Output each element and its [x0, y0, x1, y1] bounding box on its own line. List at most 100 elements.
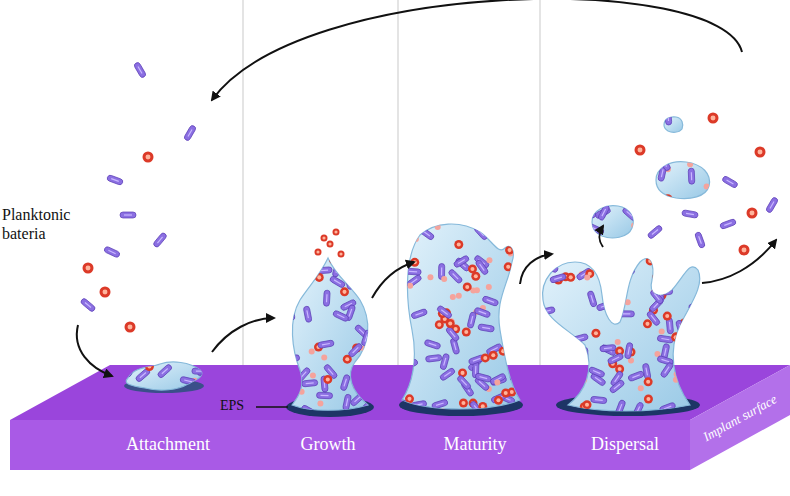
- coccus-bacterium: [315, 273, 324, 282]
- rod-bacterium: [541, 356, 558, 370]
- rod-bacterium: [350, 392, 366, 407]
- coccus-bacterium: [462, 327, 471, 336]
- matrix-dot: [291, 366, 297, 372]
- rod-bacterium: [293, 258, 305, 275]
- coccus-bacterium: [708, 113, 719, 124]
- coccus-bacterium: [644, 395, 653, 404]
- matrix-dot: [486, 257, 492, 263]
- rod-bacterium: [685, 310, 696, 327]
- matrix-dot: [435, 224, 441, 230]
- coccus-bacterium: [459, 398, 468, 407]
- matrix-dot: [631, 223, 637, 229]
- rod-bacterium: [436, 305, 452, 319]
- rod-bacterium: [582, 347, 588, 363]
- matrix-dot: [699, 298, 705, 304]
- rod-bacterium: [133, 62, 146, 79]
- coccus-bacterium: [315, 249, 322, 256]
- coccus-bacterium: [405, 394, 414, 403]
- rod-bacterium: [125, 360, 137, 377]
- matrix-dot: [581, 377, 587, 383]
- coccus-bacterium: [330, 256, 339, 265]
- matrix-dot: [638, 385, 644, 391]
- rod-bacterium: [646, 310, 661, 326]
- rod-bacterium: [473, 225, 488, 241]
- rod-bacterium: [694, 231, 705, 248]
- biofilm-matrix: [126, 362, 202, 390]
- biofilm-blobs: [125, 109, 712, 420]
- rod-bacterium: [552, 250, 569, 264]
- rod-bacterium: [301, 404, 318, 417]
- rod-bacterium: [694, 324, 708, 340]
- coccus-bacterium: [546, 396, 555, 405]
- matrix-dot: [440, 408, 446, 414]
- coccus-bacterium: [515, 289, 524, 298]
- rod-bacterium: [332, 260, 343, 277]
- matrix-dot: [364, 380, 370, 386]
- rod-bacterium: [400, 400, 408, 417]
- rod-bacterium: [628, 370, 645, 381]
- rod-bacterium: [642, 363, 651, 380]
- rod-bacterium: [478, 324, 495, 333]
- coccus-bacterium: [481, 353, 490, 362]
- embedded-cells: [657, 155, 709, 203]
- matrix-dot: [299, 389, 305, 395]
- matrix-dot: [660, 263, 666, 269]
- coccus-bacterium: [499, 347, 508, 356]
- rod-bacterium: [80, 298, 96, 313]
- matrix-dot: [309, 348, 315, 354]
- coccus-bacterium: [489, 351, 498, 360]
- embedded-cells: [125, 360, 215, 395]
- matrix-dot: [474, 287, 480, 293]
- rod-bacterium: [439, 367, 456, 381]
- rod-bacterium: [588, 366, 605, 378]
- rod-bacterium: [474, 215, 488, 232]
- rod-bacterium: [647, 225, 663, 240]
- coccus-bacterium: [671, 333, 680, 342]
- coccus-bacterium: [338, 251, 345, 258]
- matrix-dot: [441, 276, 447, 282]
- stage-label: Dispersal: [591, 434, 659, 456]
- rod-bacterium: [543, 314, 554, 331]
- coccus-bacterium: [501, 388, 510, 397]
- coccus-bacterium: [435, 320, 444, 329]
- rod-bacterium: [590, 396, 607, 404]
- rod-bacterium: [665, 109, 672, 125]
- cycle-arrows: [77, 0, 776, 376]
- rod-bacterium: [657, 335, 674, 343]
- coccus-bacterium: [566, 273, 575, 282]
- rod-bacterium: [675, 320, 686, 337]
- matrix-dot: [407, 361, 413, 367]
- rod-bacterium: [318, 340, 335, 349]
- coccus-bacterium: [635, 145, 646, 156]
- rod-bacterium: [456, 375, 471, 391]
- rod-bacterium: [537, 308, 545, 325]
- matrix-dot: [317, 401, 323, 407]
- coccus-bacterium: [514, 252, 523, 261]
- matrix-dot: [553, 334, 559, 340]
- rod-bacterium: [719, 218, 736, 229]
- embedded-cells: [395, 215, 526, 416]
- rod-bacterium: [618, 311, 634, 317]
- rod-bacterium: [660, 362, 674, 379]
- matrix-dot: [287, 356, 293, 362]
- rod-bacterium: [103, 246, 120, 258]
- coccus-bacterium: [353, 380, 362, 389]
- matrix-dot: [407, 283, 413, 289]
- matrix-dot: [363, 371, 369, 377]
- coccus-bacterium: [672, 332, 681, 341]
- rod-bacterium: [411, 308, 428, 319]
- coccus-bacterium: [340, 287, 349, 296]
- rod-bacterium: [537, 350, 546, 367]
- rod-bacterium: [650, 289, 665, 305]
- coccus-bacterium: [652, 272, 661, 281]
- rod-bacterium: [587, 290, 597, 307]
- rod-bacterium: [285, 304, 295, 321]
- bacteria-label: Planktonic bateria: [2, 205, 92, 243]
- rod-bacterium: [545, 385, 560, 401]
- rod-bacterium: [542, 259, 559, 273]
- coccus-bacterium: [643, 319, 652, 328]
- rod-bacterium: [323, 290, 330, 306]
- rod-bacterium: [425, 354, 442, 362]
- coccus-bacterium: [747, 208, 758, 219]
- rod-bacterium: [285, 278, 292, 294]
